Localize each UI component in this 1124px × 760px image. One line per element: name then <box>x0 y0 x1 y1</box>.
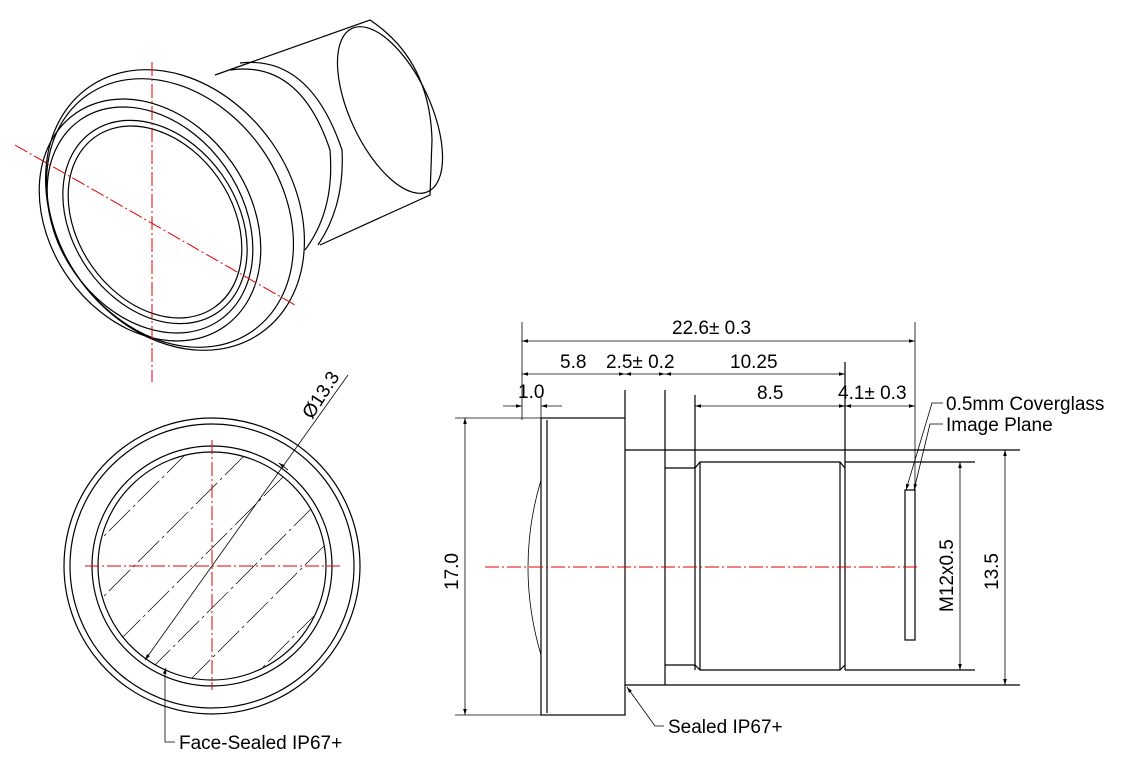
face-seal-leader <box>164 672 175 743</box>
front-diameter-label: Ø13.3 <box>299 368 345 423</box>
thread-ring <box>229 68 332 251</box>
image-plane-leader <box>913 423 943 491</box>
front-face-inner <box>46 106 254 334</box>
front-glass-outer <box>62 119 248 325</box>
flange-gap-dim: 2.5± 0.2 <box>606 352 675 373</box>
face-sealed-label: Face-Sealed IP67+ <box>179 733 342 754</box>
front-view: Ø13.3 Face-Sealed IP67+ <box>63 368 361 754</box>
sealed-leader <box>626 686 664 727</box>
coverglass-label: 0.5mm Coverglass <box>946 394 1104 415</box>
front-face-outer <box>38 98 262 342</box>
front-length-dim: 5.8 <box>560 352 586 373</box>
thread-bottom <box>665 664 846 671</box>
front-glass-inner <box>67 125 243 319</box>
outer-circle-2 <box>69 423 355 709</box>
rear-barrel-edge <box>336 26 444 194</box>
outer-circle <box>63 417 361 715</box>
thread-span-dim: 10.25 <box>730 352 778 373</box>
front-flange-outer <box>44 69 306 351</box>
body-diameter-dim: 13.5 <box>982 553 1003 590</box>
thread-top <box>665 461 846 469</box>
side-view: 22.6± 0.3 5.8 2.5± 0.2 10.25 8.5 4.1± 0.… <box>442 318 1104 738</box>
glass-thickness-dim: 1.0 <box>518 382 544 403</box>
glass-hatch <box>98 452 326 680</box>
isometric-view <box>14 19 444 382</box>
thread-spec-dim: M12x0.5 <box>937 539 958 612</box>
iso-centerline-h <box>14 144 296 306</box>
overall-length-dim: 22.6± 0.3 <box>672 318 751 339</box>
thread-length-dim: 8.5 <box>757 383 783 404</box>
rear-barrel-outline <box>214 19 433 246</box>
diameter-leader <box>144 374 349 661</box>
thread-ring-2 <box>239 61 343 246</box>
coverglass <box>904 489 916 641</box>
image-plane-label: Image Plane <box>946 415 1053 436</box>
coverglass-leader <box>905 402 943 491</box>
front-lens-curve <box>527 479 542 656</box>
back-focal-dim: 4.1± 0.3 <box>838 383 907 404</box>
sealed-label: Sealed IP67+ <box>668 717 783 738</box>
outer-diameter-dim: 17.0 <box>442 553 463 590</box>
